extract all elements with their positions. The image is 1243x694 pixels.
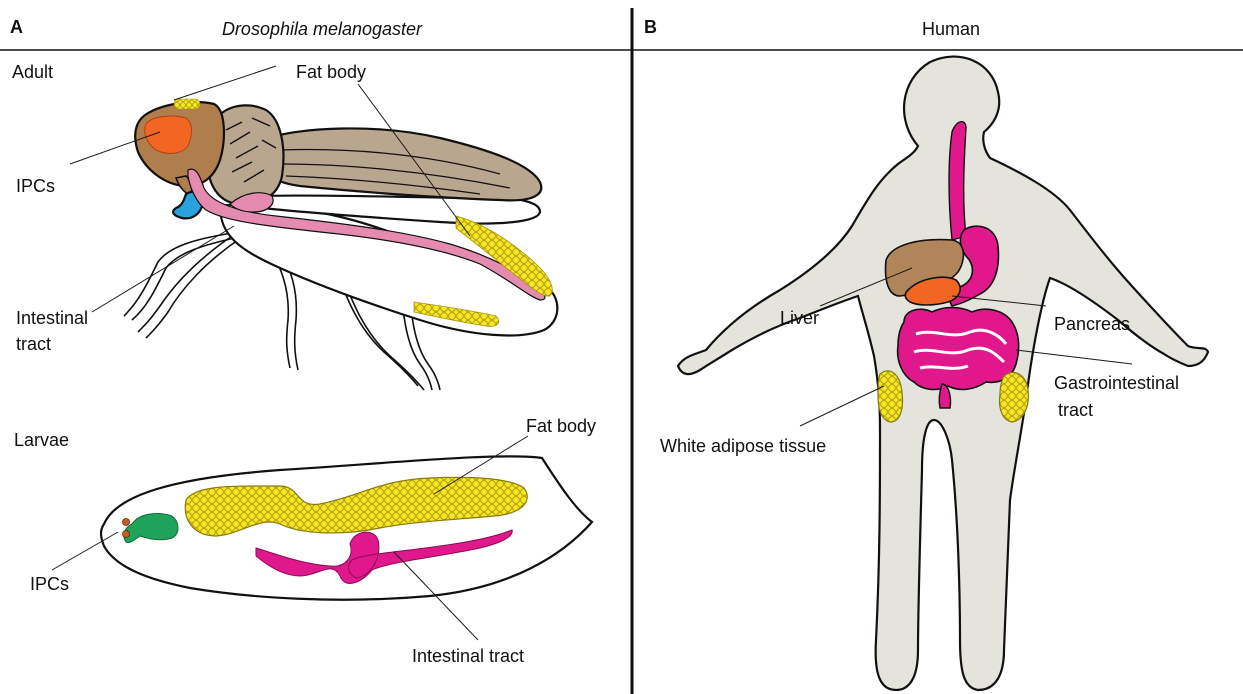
liver-label: Liver xyxy=(780,308,819,328)
human-wat-right xyxy=(1000,372,1029,422)
larva-ipcs-label: IPCs xyxy=(30,574,69,594)
wat-label: White adipose tissue xyxy=(660,436,826,456)
panel-b-title: Human xyxy=(922,19,980,39)
gi-tract-label-line2: tract xyxy=(1058,400,1093,420)
adult-intestinal-label-line2: tract xyxy=(16,334,51,354)
adult-intestinal-label-line1: Intestinal xyxy=(16,308,88,328)
pancreas-label: Pancreas xyxy=(1054,314,1130,334)
panel-a-letter: A xyxy=(10,17,23,37)
adult-fly-illustration xyxy=(124,99,557,390)
panel-a-title: Drosophila melanogaster xyxy=(222,19,423,39)
larva-intestinal-label: Intestinal tract xyxy=(412,646,524,666)
human-wat-left xyxy=(878,371,903,422)
larvae-heading: Larvae xyxy=(14,430,69,450)
human-intestines xyxy=(898,308,1019,390)
larval-ipcs-left xyxy=(123,519,130,526)
fly-head-fat-body xyxy=(174,99,200,109)
gi-tract-label-line1: Gastrointestinal xyxy=(1054,373,1179,393)
larval-ipcs-right xyxy=(123,531,130,538)
panel-b-letter: B xyxy=(644,17,657,37)
adult-heading: Adult xyxy=(12,62,53,82)
larva-illustration xyxy=(101,456,592,599)
larva-fat-body-label: Fat body xyxy=(526,416,596,436)
human-esophagus xyxy=(949,122,966,240)
adult-ipcs-label: IPCs xyxy=(16,176,55,196)
adult-fat-body-label: Fat body xyxy=(296,62,366,82)
